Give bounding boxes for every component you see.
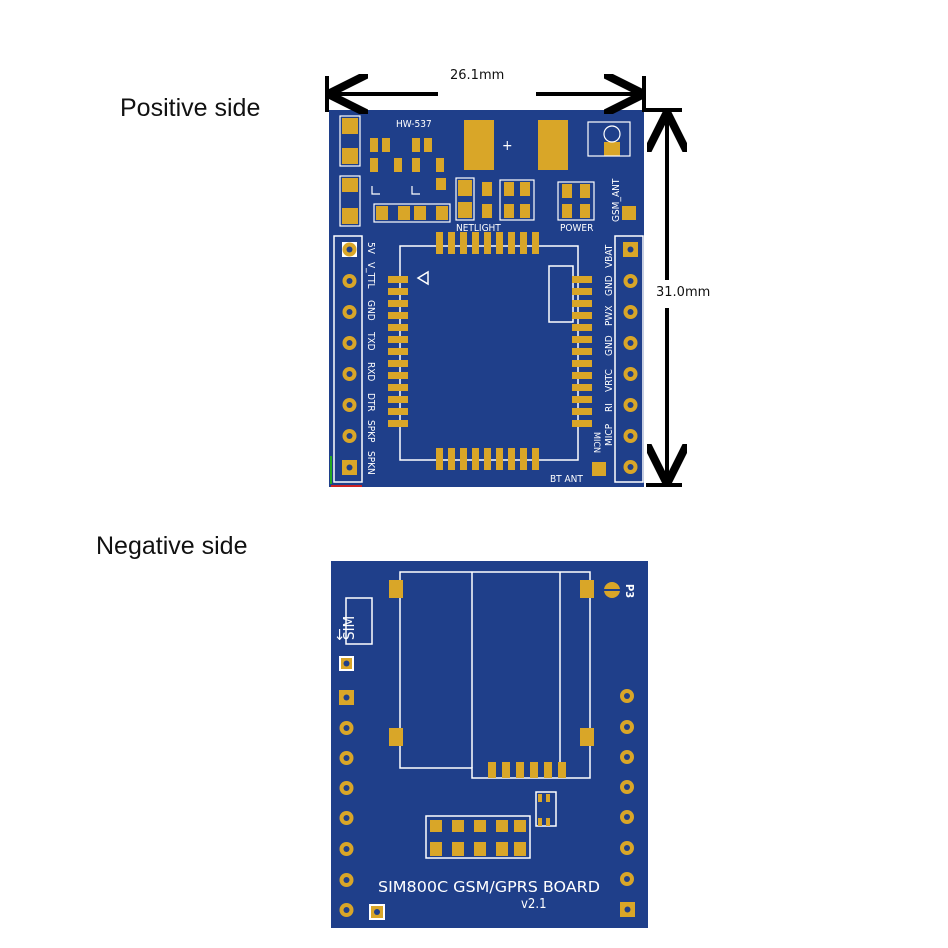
positive-side-label: Positive side [120,94,261,122]
back-right-pins [620,689,635,917]
left-pin-labels: 5V V_TTL GND TXD RXD DTR SPKP SPKN [365,242,376,475]
left-pin-label-5v: 5V [365,242,376,255]
right-pin-labels: VBAT GND PWX GND VRTC RI MICP [604,244,615,446]
right-pin-label-ri: RI [604,403,615,412]
sim-label: SIM [340,616,358,640]
right-pin-label-vbat: VBAT [604,244,615,268]
board-name-label: SIM800C GSM/GPRS BOARD [378,878,600,896]
right-pin-label-micp: MICP [604,423,615,446]
width-dimension-label: 26.1mm [450,68,505,83]
front-model-label: HW-537 [396,119,432,130]
left-pin-label-rxd: RXD [365,362,376,381]
svg-text:+: + [502,138,513,154]
left-header-pins [342,242,357,475]
left-pin-label-spkp: SPKP [365,420,376,443]
right-pin-label-gnd-2: GND [604,335,615,356]
right-pin-label-pwx: PWX [604,306,615,326]
right-pin-label-gnd: GND [604,275,615,296]
left-pin-label-txd: TXD [365,331,376,351]
left-pin-label-spkn: SPKN [365,451,376,475]
right-pin-label-vrtc: VRTC [604,369,615,392]
negative-side-label: Negative side [96,532,248,560]
height-dimension-label: 31.0mm [656,285,711,300]
dimension-lines [325,76,682,487]
power-label: POWER [560,223,593,234]
left-pin-label-gnd: GND [365,300,376,321]
left-pin-label-vttl: V_TTL [365,262,376,288]
svg-text:↓: ↓ [334,626,345,644]
left-pin-label-dtr: DTR [365,393,376,412]
back-left-pins [339,656,385,920]
right-header-pins [623,242,638,474]
back-board: P3 SIM ↓ SIM800C GSM/GPRS BOARD [331,561,648,928]
p3-label: P3 [623,584,636,598]
gsm-ant-label: GSM_ANT [611,178,622,222]
bt-ant-label: BT ANT [550,474,583,485]
board-version-label: v2.1 [521,897,547,912]
micn-label: MICN [591,432,601,453]
front-board: + HW-537 NETLIGHT POWER BT ANT GSM_ANT M… [329,110,644,487]
netlight-label: NETLIGHT [456,223,501,234]
